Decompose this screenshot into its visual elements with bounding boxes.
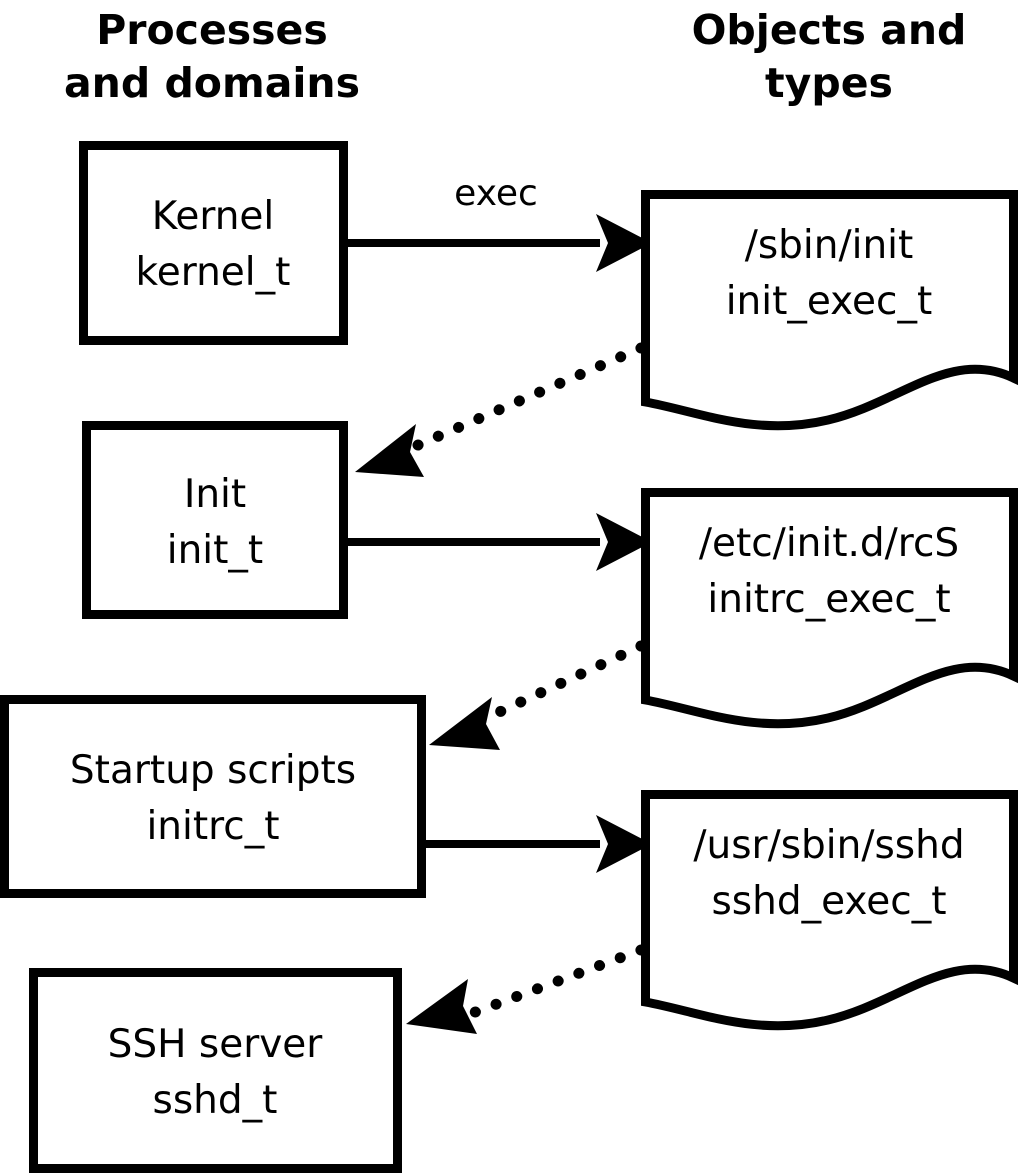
edge-line [464,944,647,1020]
node-label-line2: initrc_exec_t [707,577,950,622]
header-right-line1: Objects and [692,6,967,54]
node-label-line2: init_exec_t [726,279,933,324]
object-node-sshd_exec[interactable]: /usr/sbin/sshd sshd_exec_t [641,790,1018,1031]
process-node-initrc[interactable]: Startup scripts initrc_t [0,695,426,898]
arrowhead-icon [406,979,477,1034]
node-label-line2: sshd_exec_t [711,879,946,924]
node-box [29,968,402,1173]
edge-line [472,640,647,728]
process-node-init[interactable]: Init init_t [82,421,348,619]
header-right-line2: types [765,59,893,107]
arrowhead-icon [429,697,500,750]
document-shape [641,488,1018,729]
column-header-left: Processes and domains [64,6,360,107]
edge-init_exec-transition-init [355,342,647,477]
node-label-line2: kernel_t [136,250,291,295]
document-shape [641,190,1018,431]
edge-initrc_exec-transition-initrc [429,640,647,750]
arrowhead-icon [355,424,424,477]
node-label-line2: initrc_t [146,804,279,849]
node-label-line1: Kernel [152,194,275,239]
node-label-line1: Init [184,472,246,517]
header-left-line1: Processes [96,6,328,54]
node-label-line1: /sbin/init [745,223,914,268]
node-box [82,421,348,619]
process-node-kernel[interactable]: Kernel kernel_t [79,141,348,345]
node-label-line2: sshd_t [153,1078,278,1123]
edge-initrc-exec-sshd_exec [426,815,652,873]
object-node-init_exec[interactable]: /sbin/init init_exec_t [641,190,1018,431]
node-label-line1: /etc/init.d/rcS [699,521,959,566]
arrowhead-icon [596,815,652,873]
edge-kernel-exec-init_exec: exec [348,173,652,272]
node-label-line2: init_t [167,528,263,573]
node-label-line1: Startup scripts [70,748,356,793]
header-left-line2: and domains [64,59,360,107]
node-label-line1: /usr/sbin/sshd [693,823,964,868]
document-shape [641,790,1018,1031]
edge-sshd_exec-transition-sshd [406,944,647,1034]
node-box [79,141,348,345]
object-node-initrc_exec[interactable]: /etc/init.d/rcS initrc_exec_t [641,488,1018,729]
edge-init-exec-initrc_exec [348,513,652,571]
edge-label-exec: exec [454,173,538,214]
edge-line [396,342,647,458]
arrowhead-icon [596,214,652,272]
node-box [0,695,426,898]
column-header-right: Objects and types [692,6,967,107]
arrowhead-icon [596,513,652,571]
node-label-line1: SSH server [108,1022,324,1067]
process-node-sshd[interactable]: SSH server sshd_t [29,968,402,1173]
